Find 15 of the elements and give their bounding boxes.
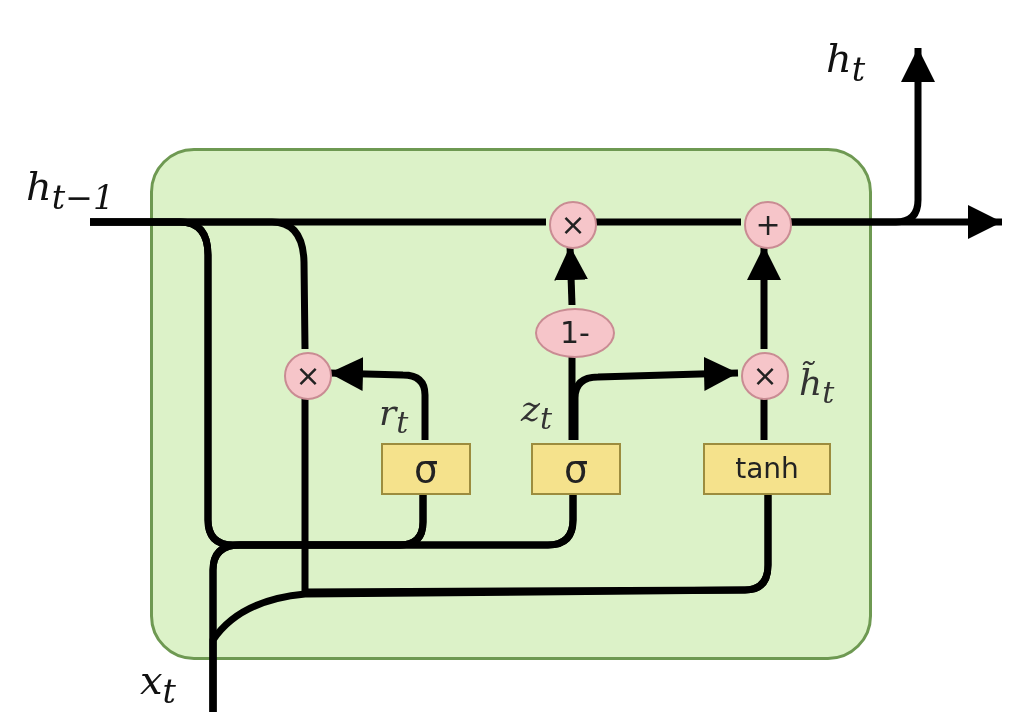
cell-box — [150, 148, 872, 660]
gate-output-label: r$_{t}$ — [379, 395, 409, 439]
multiply-operator: × — [284, 352, 332, 400]
multiply-operator: × — [741, 352, 789, 400]
connector-line — [90, 218, 309, 350]
subtract-operator: 1- — [535, 308, 615, 358]
sigmoid-layer: σ — [381, 443, 471, 495]
sigmoid-layer: σ — [531, 443, 621, 495]
gate-output-label: z$_{t}$ — [521, 391, 553, 435]
input-label: h$_{t−1}$ — [26, 166, 138, 222]
output-label: h$_{t}$ — [826, 38, 918, 92]
tanh-layer: tanh — [703, 443, 831, 495]
input-label: x$_{t}$ — [140, 660, 216, 712]
add-operator: + — [744, 201, 792, 249]
multiply-operator: × — [549, 201, 597, 249]
